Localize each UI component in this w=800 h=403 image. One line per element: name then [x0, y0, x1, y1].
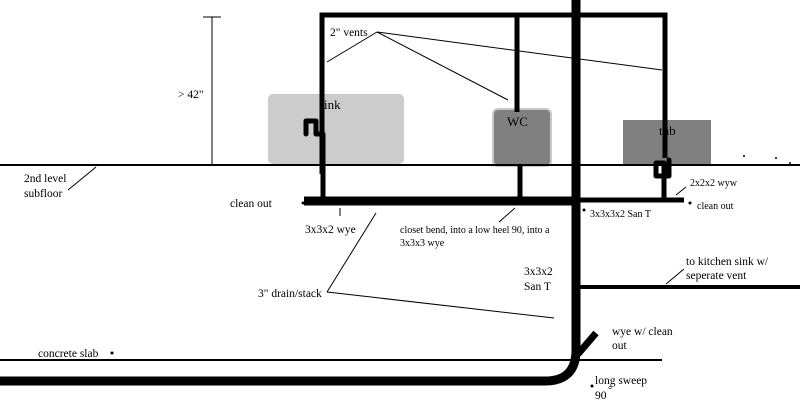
leader-closet	[498, 207, 516, 223]
dot-decor	[775, 157, 777, 159]
label-tub: tub	[659, 123, 676, 138]
label-concrete-slab: concrete slab	[38, 348, 99, 360]
label-clean-out-right: clean out	[697, 201, 734, 212]
sink-trap	[303, 118, 326, 199]
lower-cleanout-stub	[575, 330, 599, 357]
label-san-t-top: 3x3x3x2 San T	[590, 209, 651, 220]
label-subfloor-2: subfloor	[24, 188, 63, 200]
leader-dot-clean-out-right	[688, 201, 692, 205]
leader-subfloor	[67, 166, 97, 191]
leader-tub-wye	[675, 186, 687, 196]
leader-dot-sweep	[590, 384, 594, 388]
label-san-t-2: San T	[524, 281, 551, 293]
label-clean-out-left: clean out	[230, 198, 273, 210]
label-wc: WC	[507, 114, 528, 129]
label-long-sweep-2: 90	[595, 390, 607, 402]
leader-drain-1	[326, 212, 377, 293]
leader-kitchen	[665, 268, 685, 285]
label-kitchen-1: to kitchen sink w/	[686, 256, 769, 268]
sink-fixture	[268, 94, 404, 164]
label-wye: 3x3x2 wye	[305, 224, 356, 236]
leader-dot-clean-out-left	[301, 201, 305, 205]
label-closet-1: closet bend, into a low heel 90, into a	[400, 225, 550, 236]
label-vents: 2" vents	[330, 27, 368, 39]
label-height: > 42"	[178, 89, 204, 101]
label-kitchen-2: seperate vent	[686, 270, 747, 282]
label-tub-wye: 2x2x2 wyw	[690, 178, 738, 189]
leader-dot-slab	[110, 351, 114, 355]
leader-drain-2	[326, 291, 555, 319]
leader-vent-3	[376, 31, 663, 71]
label-san-t-1: 3x3x2	[524, 266, 553, 278]
leader-vent-2	[376, 31, 509, 101]
long-sweep-90	[0, 349, 581, 386]
dot-decor	[743, 155, 745, 157]
dot-decor	[789, 162, 791, 164]
label-long-sweep-1: long sweep	[595, 375, 647, 387]
label-drain-stack: 3" drain/stack	[258, 288, 322, 300]
tub-trap	[653, 157, 672, 203]
label-wye-clean-2: out	[612, 340, 628, 352]
label-subfloor-1: 2nd level	[24, 173, 66, 185]
label-closet-2: 3x3x3 wye	[400, 238, 445, 249]
label-wye-clean-1: wye w/ clean	[612, 326, 673, 338]
label-sink: sink	[319, 97, 341, 112]
leader-dot-san-t	[582, 208, 586, 212]
label-degree-sign: °	[608, 385, 612, 396]
leader-vent-1	[326, 31, 378, 63]
top-vent-pipe	[319, 12, 668, 174]
